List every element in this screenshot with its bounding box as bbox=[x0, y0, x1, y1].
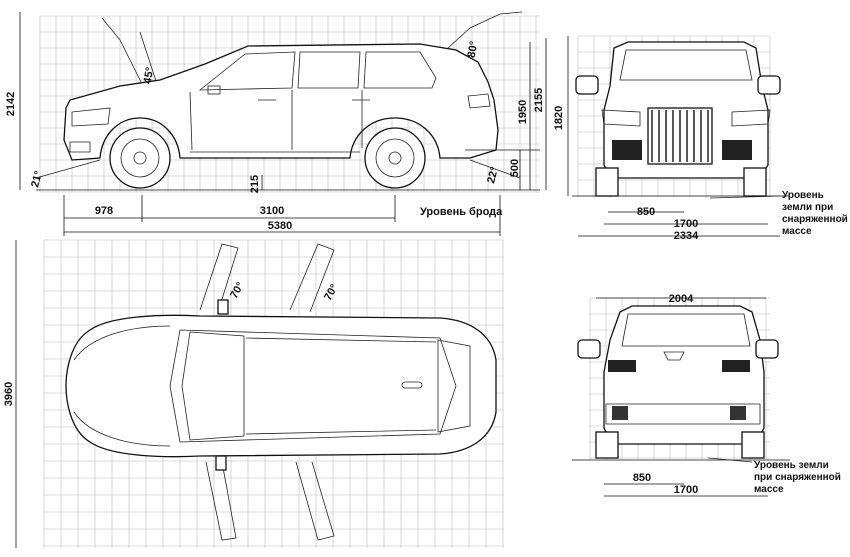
label-front-width-mirrors: 2334 bbox=[674, 230, 699, 242]
label-front-overhang: 978 bbox=[95, 205, 113, 217]
top-windshield bbox=[181, 331, 245, 441]
label-height-2142: 2142 bbox=[5, 92, 17, 116]
rear-body-outline bbox=[603, 305, 765, 445]
label-departure-angle: 22° bbox=[485, 166, 501, 185]
side-rear-wheel bbox=[364, 127, 426, 189]
front-ground-note-3: снаряженной bbox=[782, 214, 848, 225]
label-clearance-215: 215 bbox=[249, 175, 261, 193]
label-wade-level: Уровень брода bbox=[420, 206, 503, 218]
side-rear-window bbox=[363, 51, 437, 89]
label-height-1950: 1950 bbox=[517, 100, 529, 124]
front-windshield bbox=[619, 49, 753, 81]
label-approach-angle: 21° bbox=[29, 170, 45, 189]
side-body-outline bbox=[63, 43, 499, 161]
top-mirror-right bbox=[215, 455, 227, 471]
label-height-2155: 2155 bbox=[533, 88, 545, 112]
label-front-height: 1820 bbox=[553, 106, 565, 130]
front-headlight-right bbox=[731, 109, 771, 127]
rear-ground-note-2: при снаряженной bbox=[754, 472, 841, 483]
front-tire-right bbox=[743, 167, 767, 197]
front-mirror-left bbox=[575, 75, 599, 95]
label-wheelbase: 3100 bbox=[260, 205, 284, 217]
front-mirror-right bbox=[757, 75, 781, 95]
top-hood-lines bbox=[73, 325, 171, 447]
front-ground-note-1: Уровень bbox=[782, 190, 824, 201]
grille-bars bbox=[651, 110, 709, 162]
side-front-window bbox=[198, 51, 296, 91]
top-roof-rails bbox=[245, 337, 437, 435]
side-front-wheel bbox=[109, 127, 171, 189]
label-front-width: 1700 bbox=[674, 218, 698, 230]
side-fog-light bbox=[69, 141, 91, 153]
label-top-width-doors: 3960 bbox=[3, 382, 15, 406]
rear-exhaust-right bbox=[730, 406, 746, 420]
label-door-angle-45: 45° bbox=[142, 66, 157, 84]
front-tire-left bbox=[595, 167, 619, 197]
top-view: 3960 70° 70° bbox=[3, 240, 497, 548]
rear-emblem bbox=[663, 351, 685, 361]
rear-bumper bbox=[605, 403, 761, 425]
label-front-track: 850 bbox=[637, 206, 655, 218]
rear-light-left bbox=[608, 360, 636, 372]
rear-ground-note-1: Уровень земли bbox=[754, 460, 829, 471]
top-fuel-cap bbox=[401, 381, 423, 389]
top-rear-window bbox=[437, 339, 471, 433]
side-view: 2142 1950 2155 500 215 21° 22° 45° 80° 9… bbox=[5, 11, 547, 236]
top-doors-open-upper bbox=[199, 243, 335, 313]
label-rear-track: 850 bbox=[633, 472, 651, 484]
front-fog-left bbox=[612, 140, 642, 160]
front-headlight-left bbox=[601, 109, 641, 127]
front-ground-note-4: массе bbox=[782, 226, 812, 237]
label-length: 5380 bbox=[268, 220, 292, 232]
rear-exhaust-left bbox=[612, 406, 628, 420]
label-rear-door-70: 70° bbox=[322, 282, 341, 302]
front-view: 1820 850 1700 2334 Уровень земли при сна… bbox=[553, 36, 848, 242]
side-headlight bbox=[71, 107, 111, 127]
tailgate-open-outline bbox=[447, 11, 523, 49]
top-body-outline bbox=[65, 314, 497, 458]
side-taillight bbox=[467, 93, 491, 109]
rear-mirror-right bbox=[755, 339, 779, 359]
rear-light-right bbox=[722, 360, 750, 372]
label-rear-width-mirrors: 2004 bbox=[669, 293, 694, 305]
rear-window bbox=[621, 313, 751, 347]
side-mirror bbox=[207, 85, 221, 95]
top-mirror-left bbox=[217, 299, 229, 315]
rear-view: 2004 850 1700 Уровень земли при снаряжен… bbox=[572, 293, 841, 497]
rear-tire-right bbox=[741, 431, 765, 459]
angle-lines bbox=[35, 159, 521, 179]
rear-mirror-left bbox=[577, 339, 601, 359]
label-tailgate-angle-80: 80° bbox=[466, 40, 481, 58]
front-fog-right bbox=[722, 140, 752, 160]
label-rear-width: 1700 bbox=[674, 484, 698, 496]
top-doors-open-lower bbox=[205, 461, 335, 541]
front-ground-note-2: земли при bbox=[782, 202, 833, 213]
rear-ground-note-3: массе bbox=[754, 484, 784, 495]
top-roof bbox=[169, 329, 457, 443]
rear-tire-left bbox=[595, 431, 619, 459]
side-middle-window bbox=[297, 51, 361, 89]
label-wade-500: 500 bbox=[509, 159, 521, 177]
